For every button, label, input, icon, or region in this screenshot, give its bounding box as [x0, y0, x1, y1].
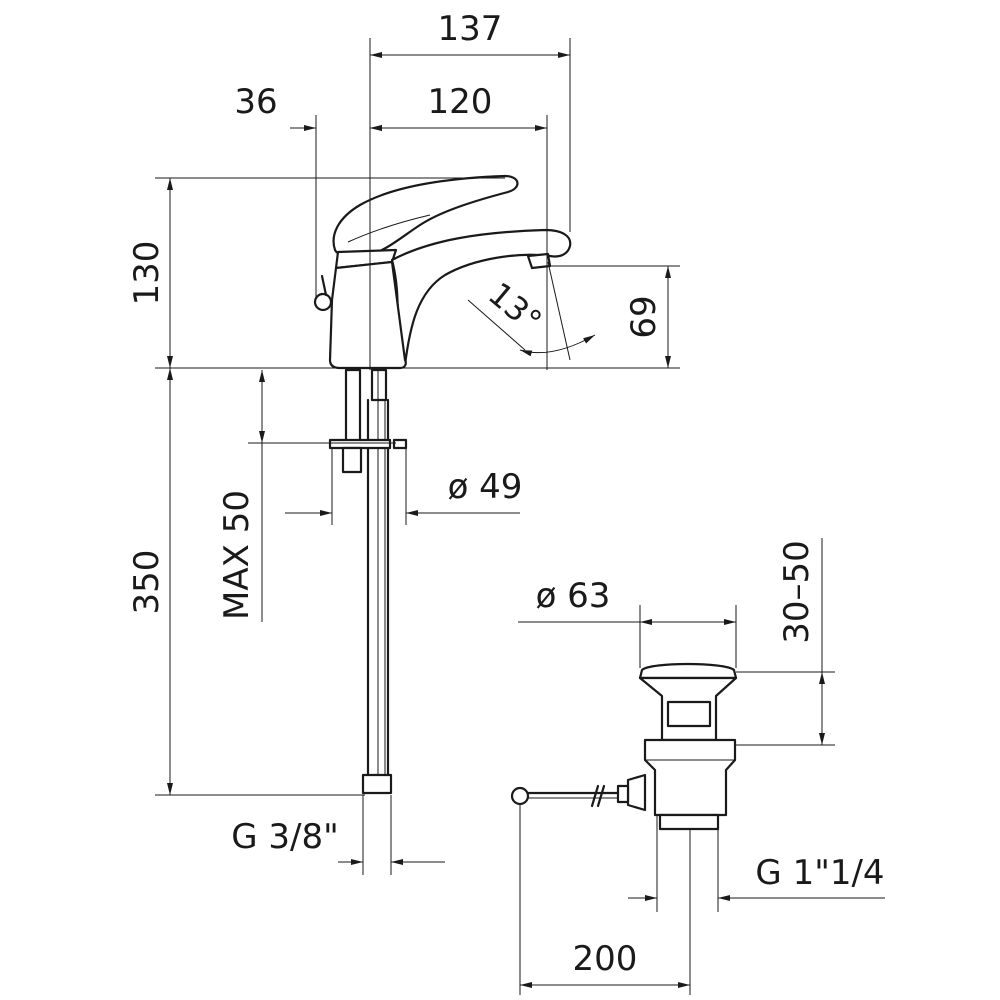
dim-flex-length: 350	[127, 550, 167, 615]
dimension-labels: 137 36 120 130 69 13° ø 49 MAX 50 350 G …	[127, 9, 885, 979]
dim-inlet-thread: G 3/8"	[231, 817, 339, 857]
dim-max-deck: MAX 50	[217, 490, 257, 620]
dim-waste-diameter: ø 63	[536, 576, 611, 616]
waste-cap	[638, 662, 738, 680]
faucet-drawing	[313, 174, 572, 795]
dim-base-diameter: ø 49	[448, 467, 523, 507]
dim-waste-thread: G 1"1/4	[755, 853, 884, 893]
dim-lever-offset: 36	[234, 82, 277, 122]
dim-overall-reach: 137	[438, 9, 503, 49]
faucet-spout	[390, 228, 572, 367]
dim-waste-adjust: 30–50	[777, 540, 817, 644]
dimension-lines	[155, 38, 885, 995]
dim-height: 130	[127, 241, 167, 306]
waste-drawing	[510, 662, 738, 831]
faucet-body	[328, 260, 407, 370]
temperature-knob	[313, 292, 333, 312]
dim-spout-angle: 13°	[481, 275, 549, 341]
dim-spout-height: 69	[624, 295, 664, 338]
dim-rod-length: 200	[573, 939, 638, 979]
dim-spout-length: 120	[428, 82, 493, 122]
